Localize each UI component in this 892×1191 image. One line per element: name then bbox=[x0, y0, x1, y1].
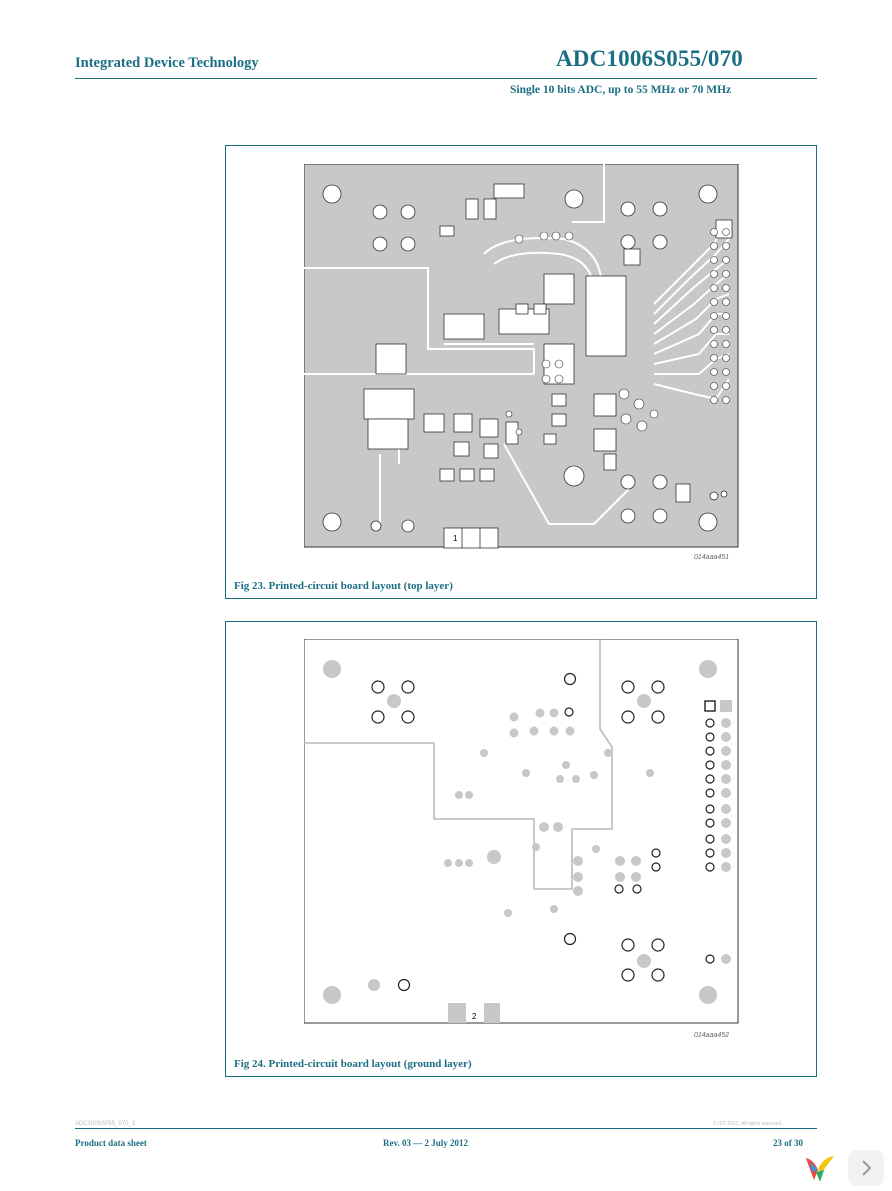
chevron-right-icon[interactable] bbox=[848, 1150, 884, 1186]
footer-document-type: Product data sheet bbox=[75, 1138, 147, 1148]
footer-document-code: ADC1006S055_070_3 bbox=[75, 1121, 136, 1127]
pcb-ground-layer-image bbox=[304, 639, 739, 1024]
product-title: ADC1006S055/070 bbox=[556, 46, 744, 71]
header-rule bbox=[75, 78, 817, 79]
company-name: Integrated Device Technology bbox=[75, 55, 259, 71]
figure-24-caption: Fig 24. Printed-circuit board layout (gr… bbox=[234, 1058, 472, 1070]
footer-revision: Rev. 03 — 2 July 2012 bbox=[383, 1138, 469, 1148]
reader-logo-icon[interactable] bbox=[800, 1150, 840, 1186]
footer-page-number: 23 of 30 bbox=[773, 1138, 803, 1148]
footer-rule bbox=[75, 1128, 817, 1129]
figure-23-caption: Fig 23. Printed-circuit board layout (to… bbox=[234, 580, 453, 592]
product-subtitle: Single 10 bits ADC, up to 55 MHz or 70 M… bbox=[510, 84, 732, 96]
pcb-top-layer-image bbox=[304, 164, 739, 549]
figure-24-code: 014aaa452 bbox=[694, 1032, 730, 1039]
footer-copyright: © IDT 2012. All rights reserved. bbox=[713, 1121, 783, 1127]
figure-23-code: 014aaa451 bbox=[694, 554, 730, 561]
board-label-1: 1 bbox=[453, 534, 458, 543]
figure-24-frame: 2 014aaa452 Fig 24. Printed-circuit boar… bbox=[225, 621, 817, 1077]
board-label-2: 2 bbox=[472, 1012, 477, 1021]
figure-23-frame: 1 014aaa451 Fig 23. Printed-circuit boar… bbox=[225, 145, 817, 599]
